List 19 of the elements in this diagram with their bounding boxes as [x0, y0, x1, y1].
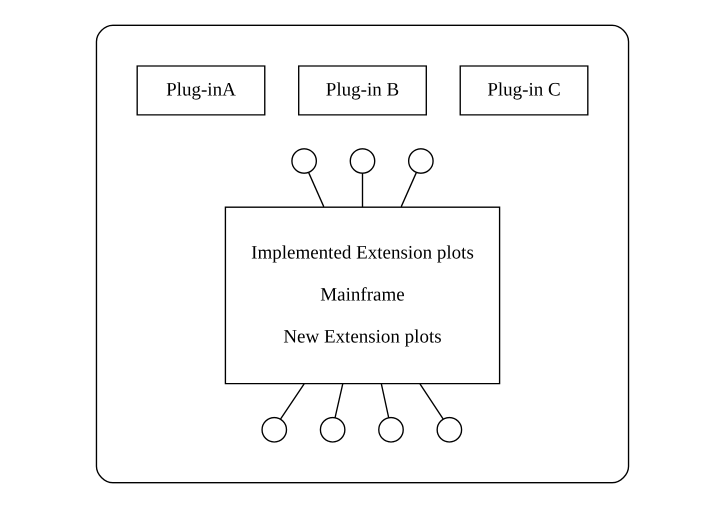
node-circle [319, 416, 346, 442]
connector [334, 383, 343, 418]
node-circle [349, 148, 375, 174]
node-box: Plug-in B [298, 64, 426, 116]
node-circle [407, 148, 434, 174]
node-box: Plug-inA [136, 64, 265, 116]
connector [400, 172, 416, 206]
cluster [95, 24, 629, 483]
connector [361, 173, 363, 207]
node-circle [378, 416, 404, 442]
node-box: Implemented Extension plots Mainframe New Extension plots [224, 206, 500, 384]
node-circle [290, 148, 317, 174]
connector [418, 382, 444, 419]
connector [308, 172, 324, 206]
node-circle [260, 416, 287, 442]
connector [380, 383, 389, 418]
connector [280, 382, 304, 419]
node-circle [436, 416, 462, 442]
node-box: Plug-in C [459, 64, 588, 116]
